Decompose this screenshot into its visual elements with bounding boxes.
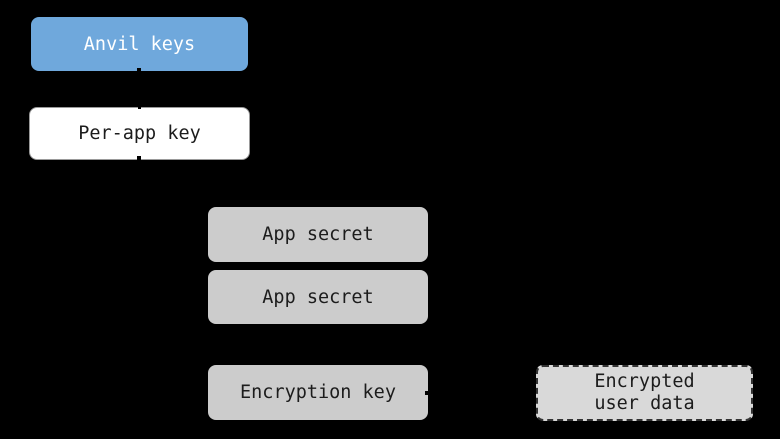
node-encryption-key: Encryption key — [208, 365, 428, 420]
connector-notch — [425, 391, 429, 395]
node-encrypted-user-data: Encrypted user data — [536, 365, 753, 421]
app-secret-2-label: App secret — [262, 286, 374, 308]
node-app-secret-2: App secret — [208, 270, 428, 324]
app-secret-1-label: App secret — [262, 224, 374, 245]
anvil-keys-label: Anvil keys — [83, 33, 196, 55]
node-per-app-key: Per-app key — [29, 107, 250, 160]
connector-notch — [138, 106, 141, 109]
encryption-key-label: Encryption key — [240, 382, 396, 403]
encrypted-user-data-label-line1: Encrypted — [594, 371, 695, 392]
connector-notch — [137, 156, 141, 160]
encrypted-user-data-label-line2: user data — [594, 393, 695, 414]
node-anvil-keys: Anvil keys — [31, 17, 248, 71]
connector-notch — [137, 68, 141, 72]
node-app-secret-1: App secret — [208, 207, 428, 262]
per-app-key-label: Per-app key — [78, 123, 201, 144]
